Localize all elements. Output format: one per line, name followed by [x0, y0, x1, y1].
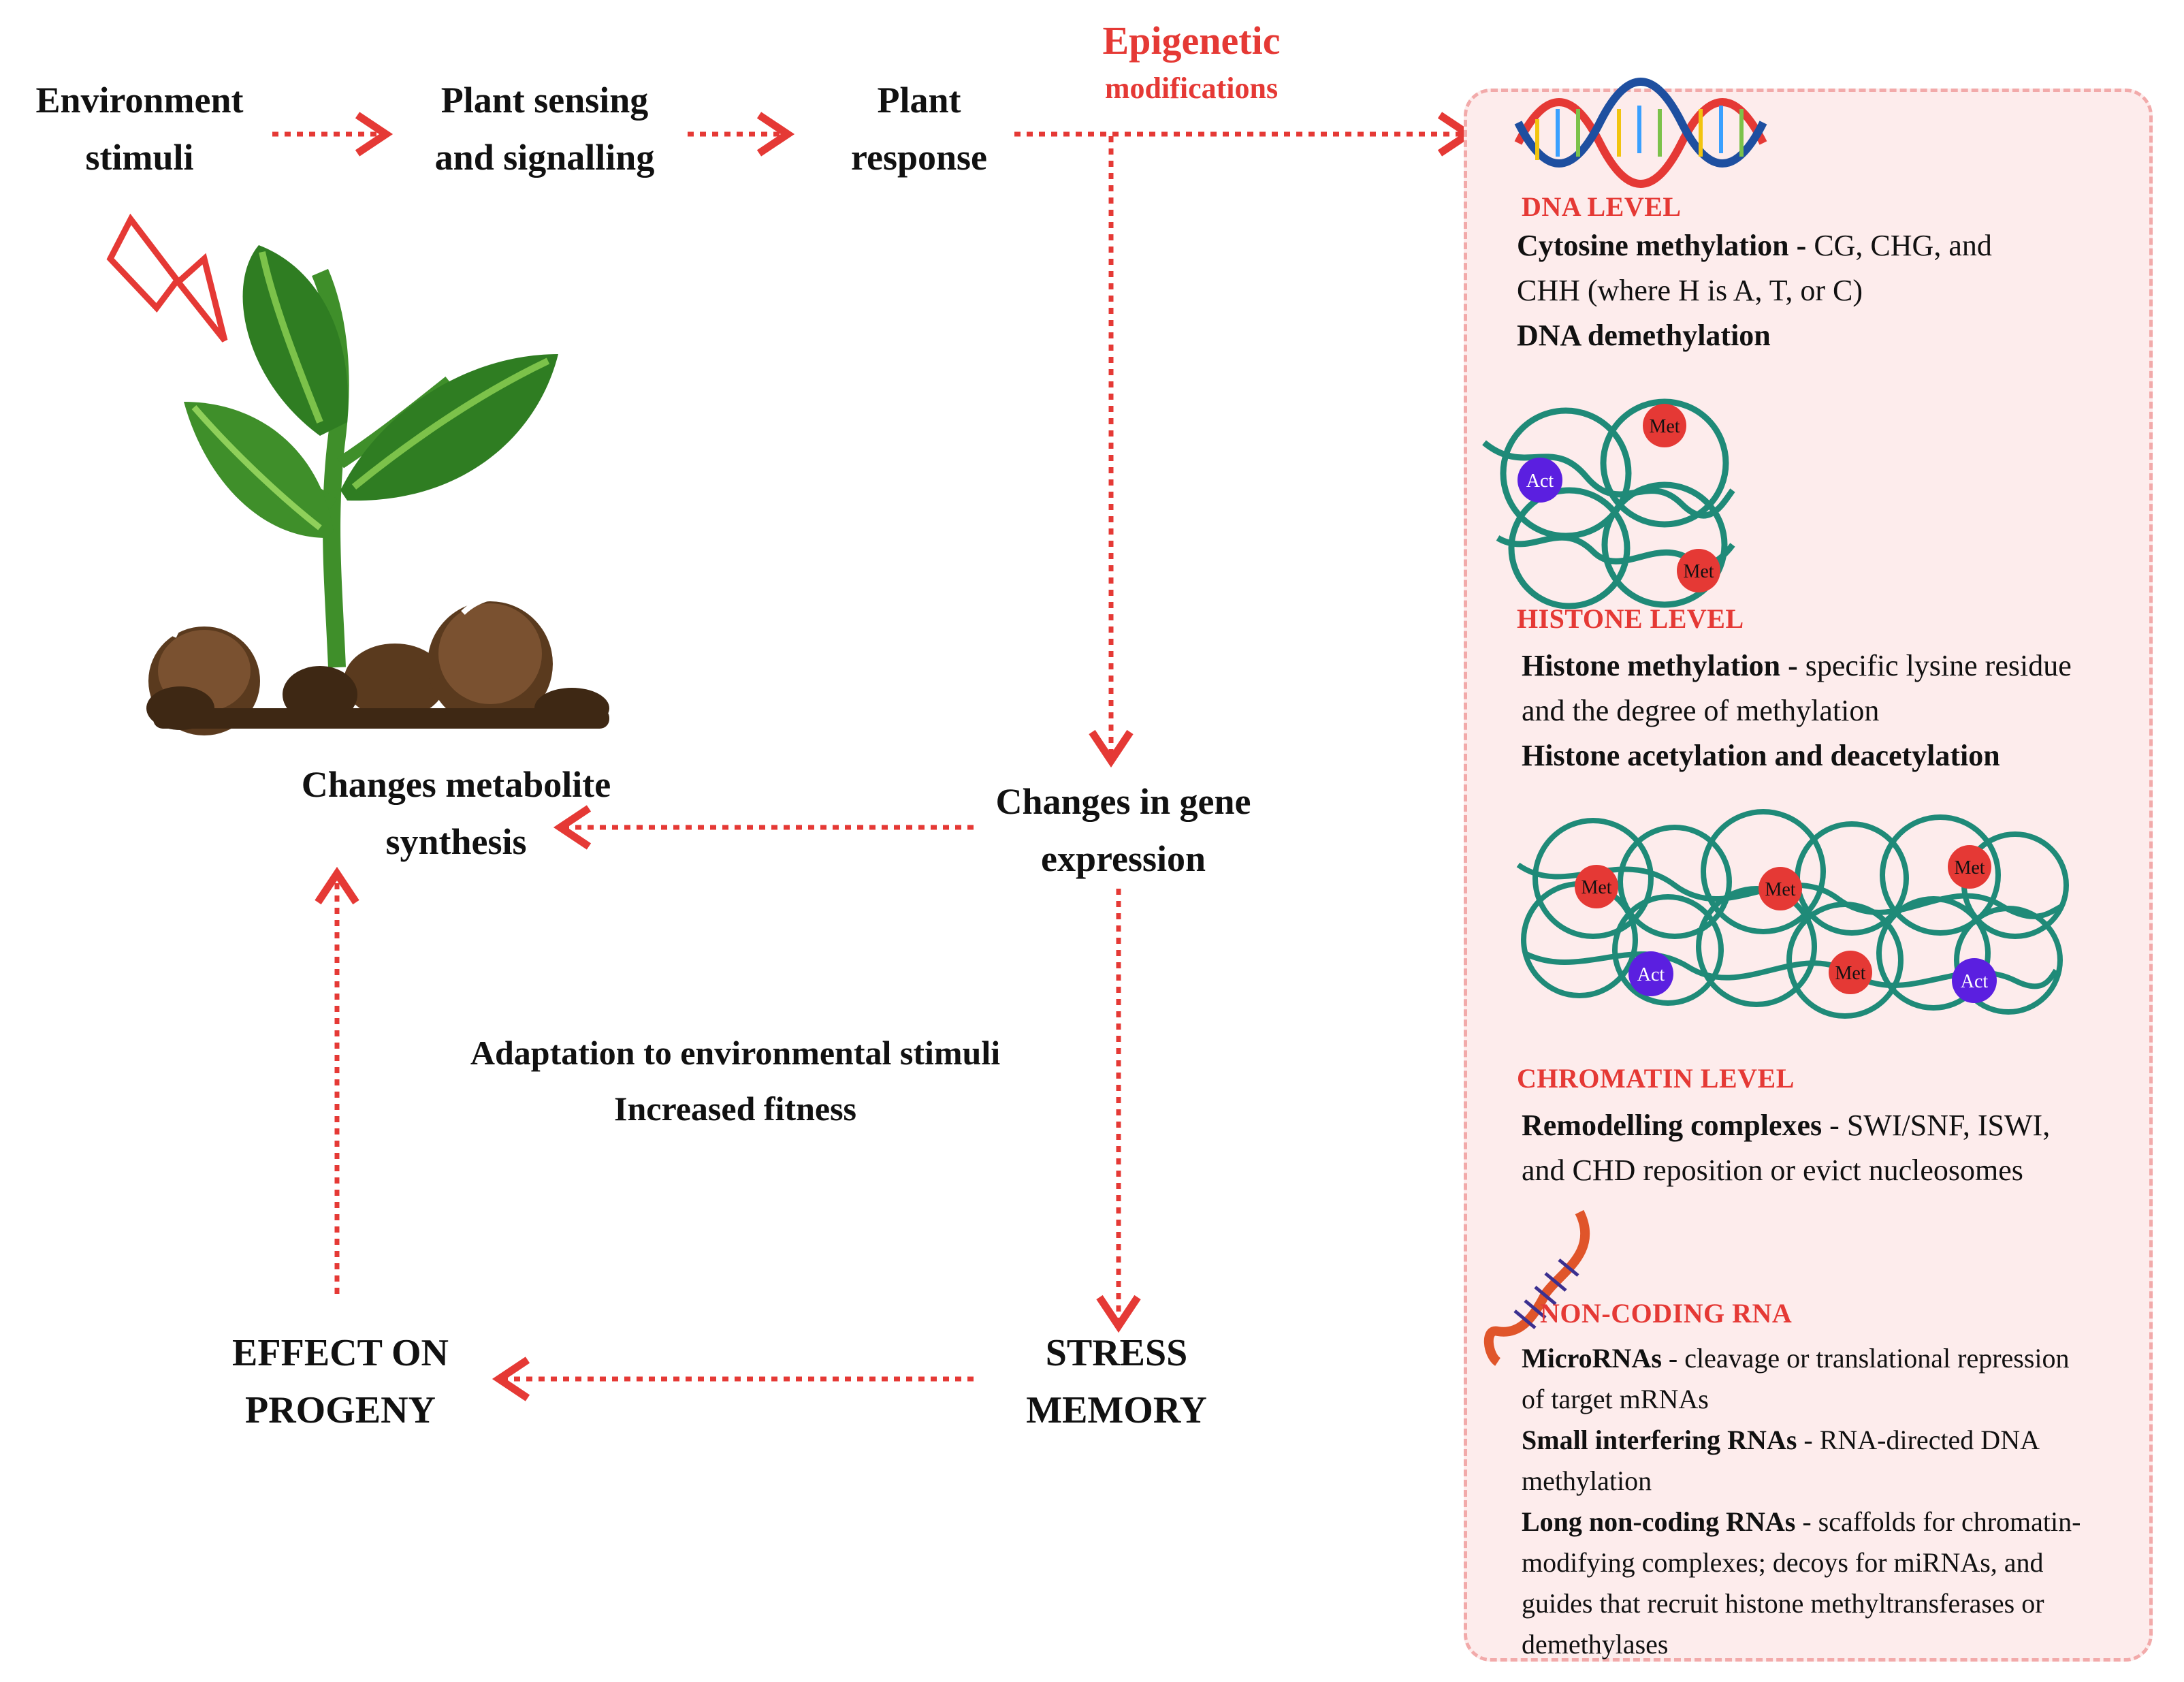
dna-line2: CHH (where H is A, T, or C) — [1517, 274, 1863, 307]
node-plant-sensing: Plant sensing and signalling — [395, 72, 694, 186]
met-label: Met — [1649, 416, 1680, 437]
response-line2: response — [850, 137, 988, 178]
dna-line1-rest: CG, CHG, and — [1806, 229, 1992, 262]
chromatin-line1-rest: - SWI/SNF, ISWI, — [1822, 1109, 2051, 1142]
met-mark — [1575, 865, 1618, 908]
node-gene-expression: Changes in gene expression — [960, 773, 1287, 887]
histone-level-text: Histone methylation - specific lysine re… — [1522, 644, 2134, 778]
ncrna-text: MicroRNAs - cleavage or translational re… — [1522, 1338, 2134, 1665]
metabolite-line1: Changes metabolite — [301, 764, 611, 805]
act-label: Act — [1526, 471, 1554, 492]
adaptation-line1: Adaptation to environmental stimuli — [470, 1034, 1001, 1072]
memory-line1: STRESS — [1045, 1332, 1188, 1374]
ncrna-heading: NON-CODING RNA — [1540, 1298, 1793, 1329]
histone-line2: and the degree of methylation — [1522, 694, 1880, 727]
rna-strand-icon — [1483, 1209, 1590, 1366]
chromatin-line1-bold: Remodelling complexes — [1522, 1109, 1822, 1142]
met-mark — [1643, 404, 1686, 447]
memory-line2: MEMORY — [1026, 1389, 1207, 1431]
histone-line1-bold: Histone methylation - — [1522, 649, 1798, 682]
dna-line3-bold: DNA demethylation — [1517, 319, 1771, 352]
dna-line1-bold: Cytosine methylation - — [1517, 229, 1807, 262]
lnc-line2: modifying complexes; decoys for miRNAs, … — [1522, 1547, 2044, 1578]
mirna-rest: - cleavage or translational repression — [1661, 1343, 2070, 1374]
response-line1: Plant — [877, 80, 961, 121]
sirna-bold: Small interfering RNAs — [1522, 1425, 1797, 1455]
met-mark — [1677, 549, 1720, 592]
plant-illustration — [146, 245, 609, 735]
met-mark — [1948, 845, 1991, 889]
act-mark — [1517, 458, 1562, 503]
act-label: Act — [1961, 971, 1989, 992]
sirna-line2: methylation — [1522, 1465, 1652, 1496]
histone-line3-bold: Histone acetylation and deacetylation — [1522, 739, 2000, 772]
act-mark — [1628, 951, 1673, 996]
histone-line1-rest: specific lysine residue — [1797, 649, 2072, 682]
chromatin-level-text: Remodelling complexes - SWI/SNF, ISWI, a… — [1522, 1103, 2134, 1193]
epigenetic-line2: modifications — [1104, 72, 1279, 105]
lnc-rest: - scaffolds for chromatin- — [1795, 1506, 2081, 1537]
node-plant-response: Plant response — [803, 72, 1035, 186]
met-label: Met — [1835, 963, 1865, 984]
epigenetic-line1: Epigenetic — [1102, 18, 1281, 63]
act-mark — [1952, 958, 1997, 1003]
node-environment-stimuli: Environment stimuli — [14, 72, 266, 186]
lnc-bold: Long non-coding RNAs — [1522, 1506, 1796, 1537]
gene-line1: Changes in gene — [995, 781, 1251, 822]
act-label: Act — [1637, 964, 1665, 985]
dna-helix-icon — [1514, 78, 1767, 188]
met-label: Met — [1683, 561, 1714, 582]
histone-marks: Met Act Met — [1517, 404, 1720, 592]
lnc-line3: guides that recruit histone methyltransf… — [1522, 1588, 2044, 1619]
environment-line2: stimuli — [85, 137, 194, 178]
chromatin-line2: and CHD reposition or evict nucleosomes — [1522, 1154, 2023, 1187]
adaptation-line2: Increased fitness — [613, 1090, 856, 1128]
dna-level-text: Cytosine methylation - CG, CHG, and CHH … — [1517, 223, 2130, 358]
histone-level-heading: HISTONE LEVEL — [1517, 603, 1744, 634]
mirna-line2: of target mRNAs — [1522, 1384, 1709, 1414]
met-label: Met — [1581, 877, 1611, 898]
metabolite-line2: synthesis — [385, 821, 527, 862]
sensing-line1: Plant sensing — [440, 80, 649, 121]
environment-line1: Environment — [35, 80, 244, 121]
met-label: Met — [1765, 879, 1795, 900]
chromatin-marks: Met Met Met Act Met Act — [1575, 845, 1997, 1003]
node-stress-memory: STRESS MEMORY — [980, 1324, 1253, 1439]
lightning-icon — [106, 213, 228, 343]
sirna-rest: - RNA-directed DNA — [1797, 1425, 2040, 1455]
met-mark — [1759, 867, 1802, 910]
dna-level-heading: DNA LEVEL — [1522, 191, 1682, 222]
mirna-bold: MicroRNAs — [1522, 1343, 1662, 1374]
chromatin-level-heading: CHROMATIN LEVEL — [1517, 1063, 1795, 1094]
node-metabolite-synthesis: Changes metabolite synthesis — [266, 756, 647, 870]
adaptation-caption: Adaptation to environmental stimuli Incr… — [381, 1025, 1089, 1137]
gene-line2: expression — [1040, 838, 1206, 879]
lnc-line4: demethylases — [1522, 1629, 1669, 1660]
sensing-line2: and signalling — [434, 137, 655, 178]
met-mark — [1829, 951, 1872, 994]
progeny-line1: EFFECT ON — [232, 1332, 449, 1374]
progeny-line2: PROGENY — [245, 1389, 436, 1431]
met-label: Met — [1954, 857, 1985, 878]
node-effect-on-progeny: EFFECT ON PROGENY — [197, 1324, 483, 1439]
epigenetic-modifications-label: Epigenetic modifications — [1062, 14, 1321, 109]
